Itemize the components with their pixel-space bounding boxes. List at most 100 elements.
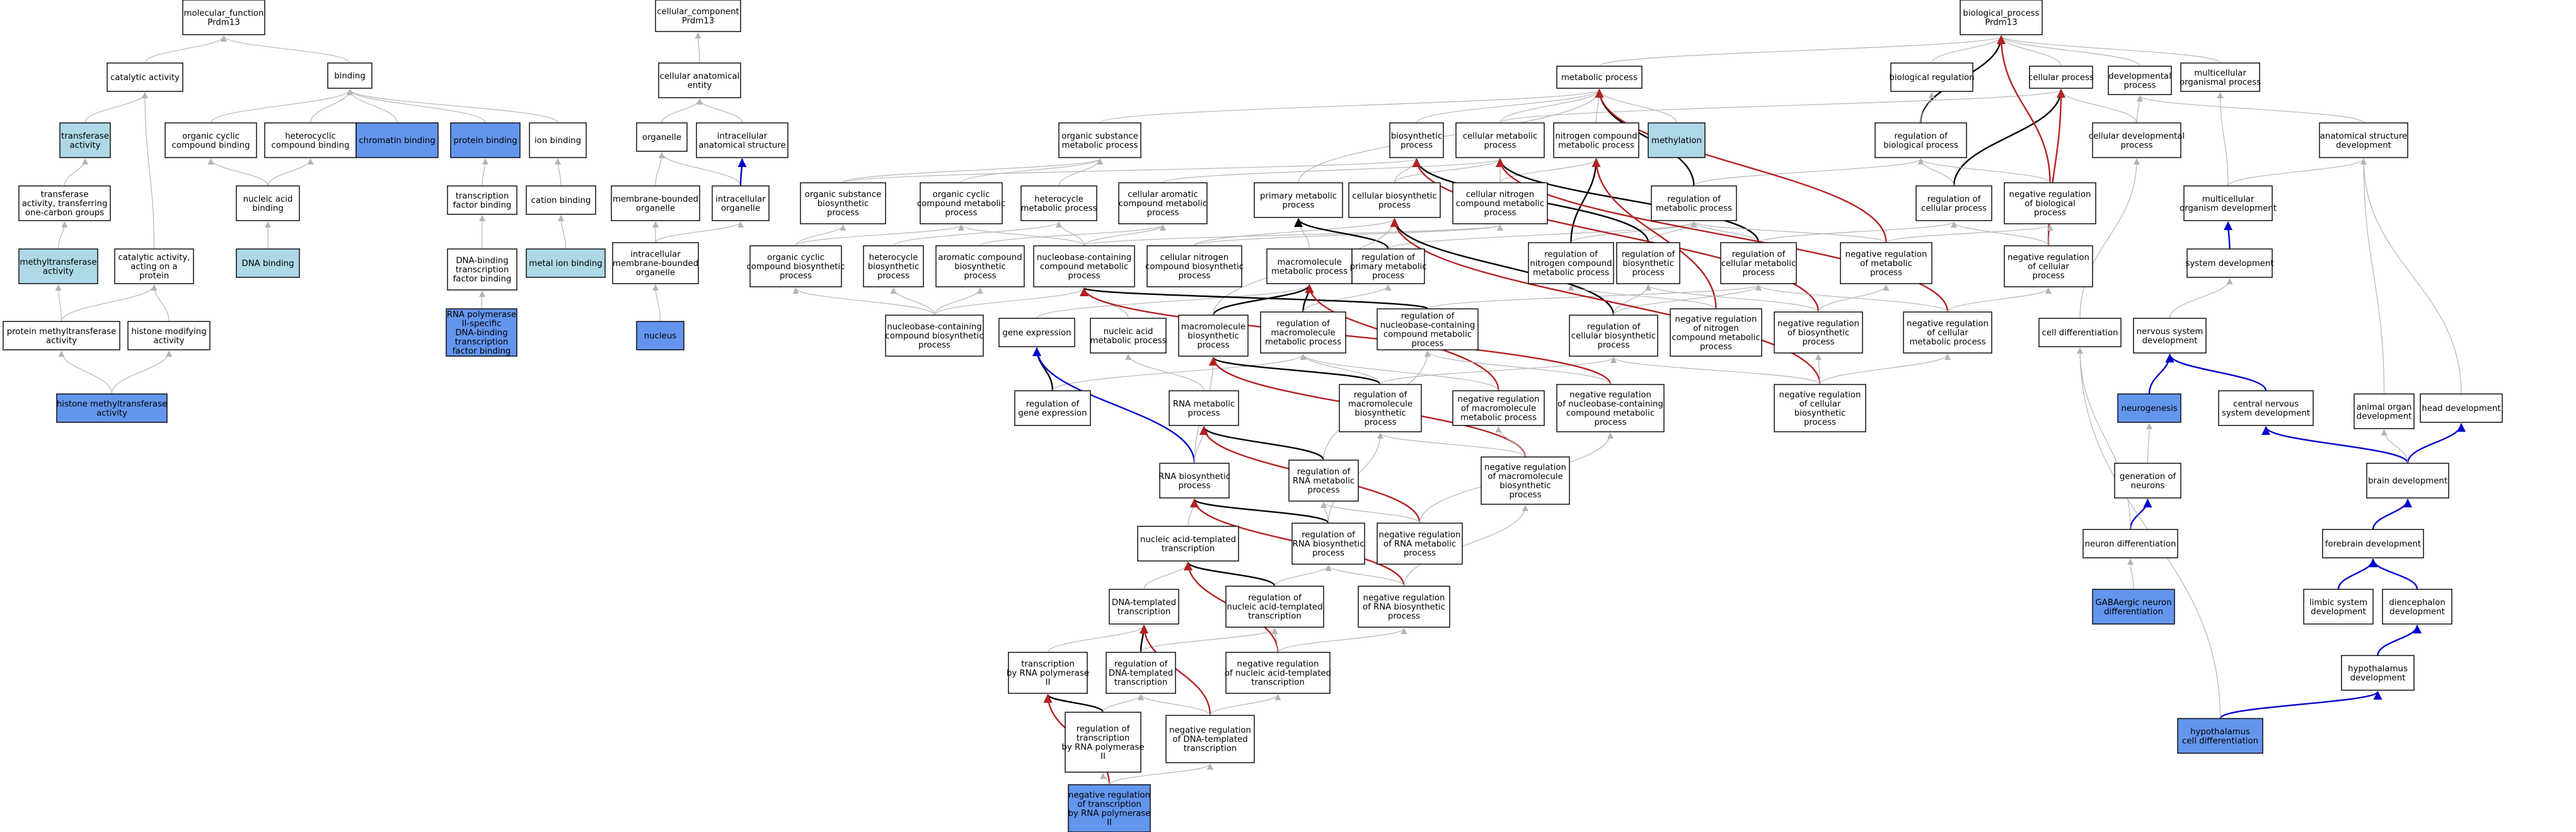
term-node-neurogenesis[interactable]: neurogenesis bbox=[2117, 393, 2181, 423]
term-node-methylation[interactable]: methylation bbox=[1648, 122, 1706, 158]
term-node-headdev[interactable]: head development bbox=[2420, 393, 2503, 423]
term-node-organelle[interactable]: organelle bbox=[636, 122, 688, 152]
term-node-chromatin[interactable]: chromatin binding bbox=[355, 122, 439, 158]
term-node-neurdiff[interactable]: neuron differentiation bbox=[2082, 529, 2178, 558]
term-node-geneexp[interactable]: gene expression bbox=[998, 318, 1075, 347]
term-node-rnap2[interactable]: RNA polymeraseII-specificDNA-bindingtran… bbox=[446, 308, 517, 357]
term-node-ionbind[interactable]: ion binding bbox=[529, 122, 587, 158]
term-node-protbind[interactable]: protein binding bbox=[450, 122, 521, 158]
term-node-regnccmp[interactable]: regulation ofnucleobase-containingcompou… bbox=[1377, 308, 1479, 350]
term-node-dnabind[interactable]: DNA binding bbox=[236, 248, 300, 278]
term-node-sysdev[interactable]: system development bbox=[2185, 248, 2274, 278]
term-node-metalion[interactable]: metal ion binding bbox=[526, 248, 606, 278]
term-node-celldiff[interactable]: cell differentiation bbox=[2038, 318, 2122, 347]
term-node-metab[interactable]: metabolic process bbox=[1556, 66, 1643, 89]
term-node-forebrain[interactable]: forebrain development bbox=[2322, 529, 2424, 558]
term-node-cellproc[interactable]: cellular process bbox=[2028, 66, 2094, 89]
term-node-biolreg[interactable]: biological regulation bbox=[1889, 62, 1975, 92]
term-node-cationbind[interactable]: cation binding bbox=[526, 185, 596, 215]
term-node-nucleus[interactable]: nucleus bbox=[636, 321, 684, 350]
term-node-regmbp[interactable]: regulation ofmacromoleculebiosyntheticpr… bbox=[1339, 384, 1422, 432]
term-node-catact[interactable]: catalytic activity bbox=[107, 62, 183, 92]
